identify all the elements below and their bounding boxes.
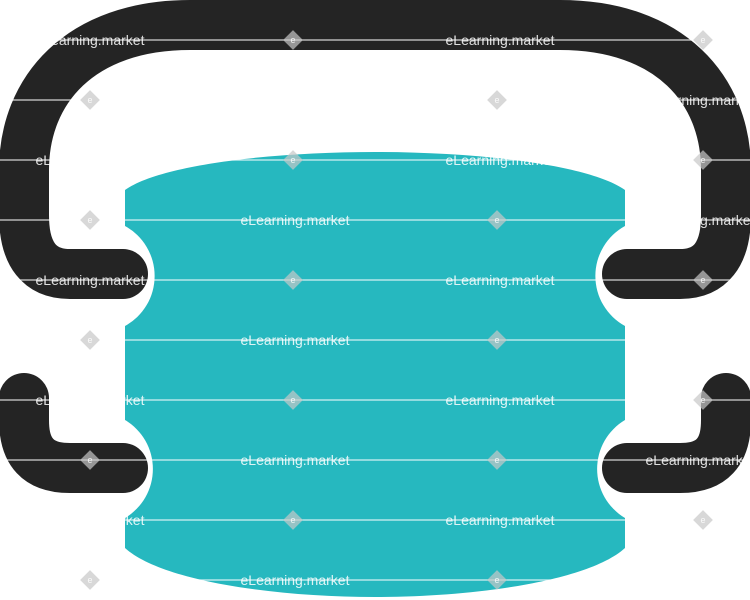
watermark-mark-letter: e: [87, 335, 92, 345]
watermark-diamond: [487, 90, 507, 110]
watermark-diamond: [487, 570, 507, 590]
watermark-text: eLearning.market: [241, 332, 350, 348]
watermark-mark-letter: e: [494, 455, 499, 465]
watermark-mark-letter: e: [700, 395, 705, 405]
watermark-text: eLearning.market: [646, 572, 750, 588]
watermark-mark-letter: e: [290, 275, 295, 285]
watermark-diamond: [283, 30, 303, 50]
watermark-diamond: [283, 150, 303, 170]
watermark-text: eLearning.market: [36, 392, 145, 408]
watermark-text: eLearning.market: [36, 152, 145, 168]
watermark-mark-letter: e: [87, 215, 92, 225]
watermark-text: eLearning.market: [446, 152, 555, 168]
watermark-text: eLearning.market: [241, 212, 350, 228]
watermark-diamond: [80, 90, 100, 110]
watermark-text: eLearning.market: [241, 92, 350, 108]
watermark-mark-letter: e: [290, 395, 295, 405]
watermark-diamond: [80, 210, 100, 230]
watermark-mark-letter: e: [700, 275, 705, 285]
watermark-diamond: [693, 510, 713, 530]
watermark-mark-letter: e: [87, 575, 92, 585]
watermark-mark-letter: e: [87, 95, 92, 105]
watermark-text: eLearning.market: [446, 32, 555, 48]
watermark-diamond: [283, 510, 303, 530]
watermark-text: eLearning.market: [36, 512, 145, 528]
watermark-text: eLearning.market: [36, 272, 145, 288]
lower-left-handle: [0, 373, 148, 493]
watermark-mark-letter: e: [494, 575, 499, 585]
watermark-mark-letter: e: [700, 155, 705, 165]
watermark-mark-letter: e: [700, 35, 705, 45]
watermark-text: eLearning.market: [241, 452, 350, 468]
watermark-diamond: [487, 450, 507, 470]
watermark-mark-letter: e: [700, 515, 705, 525]
watermark-mark-letter: e: [494, 215, 499, 225]
watermark-text: eLearning.market: [446, 512, 555, 528]
watermark-diamond: [283, 270, 303, 290]
watermark-text: eLearning.market: [646, 92, 750, 108]
watermark-diamond: [487, 210, 507, 230]
watermark-diamond: [283, 390, 303, 410]
watermark-text: eLearning.market: [36, 32, 145, 48]
upper-handle: [0, 0, 750, 299]
watermark-diamond: [80, 330, 100, 350]
watermark-layer: eLearning.market eLearning.market e e eLearn…: [0, 30, 750, 590]
watermark-text: eLearning.market: [646, 332, 750, 348]
watermark-mark-letter: e: [87, 455, 92, 465]
watermark-text: eLearning.market: [446, 272, 555, 288]
watermark-text: eLearning.market: [646, 452, 750, 468]
watermark-text: eLearning.market: [241, 572, 350, 588]
watermark-mark-letter: e: [494, 335, 499, 345]
watermark-diamond: [693, 270, 713, 290]
watermark-mark-letter: e: [290, 155, 295, 165]
watermark-diamond: [80, 450, 100, 470]
cylinder-body: [125, 152, 625, 597]
watermark-text: eLearning.market: [646, 212, 750, 228]
lower-right-handle: [602, 373, 750, 493]
watermark-mark-letter: e: [290, 35, 295, 45]
watermark-diamond: [693, 390, 713, 410]
watermark-diamond: [487, 330, 507, 350]
watermark-mark-letter: e: [494, 95, 499, 105]
watermark-mark-letter: e: [290, 515, 295, 525]
watermark-text: eLearning.market: [446, 392, 555, 408]
